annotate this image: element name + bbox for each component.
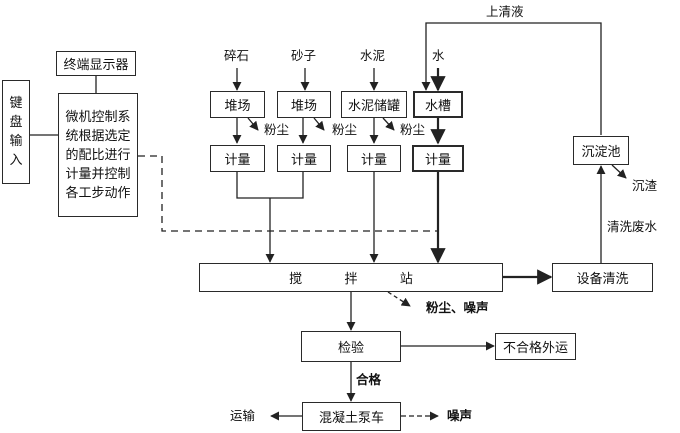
yard2-box: 堆场: [277, 91, 331, 118]
keyboard-input-box: 键 盘 输 入: [2, 80, 30, 184]
input-water-label: 水: [432, 48, 445, 63]
input-gravel-label: 碎石: [224, 48, 250, 63]
yard1-box: 堆场: [210, 91, 265, 118]
arrow-sediment-to-sludge: [611, 164, 627, 179]
inspection-box: 检验: [301, 331, 401, 362]
supernatant-return-line: [421, 22, 602, 135]
meter1-box: 计量: [210, 145, 265, 172]
input-cement-label: 水泥: [360, 48, 386, 63]
micro-line-1: 微机控制系: [65, 109, 131, 125]
dust-arrow-3: [382, 117, 395, 131]
cement-tank-box: 水泥储罐: [341, 91, 407, 118]
keyboard-char-4: 入: [9, 153, 23, 168]
transport-label: 运输: [230, 408, 256, 423]
dust-arrow-1: [247, 117, 259, 131]
water-tank-box: 水槽: [413, 91, 463, 118]
arrow-mixing-emission: [387, 291, 411, 307]
keyboard-char-3: 输: [9, 134, 23, 149]
mixing-char-1: 搅: [289, 272, 303, 287]
meter4-box: 计量: [412, 145, 464, 172]
micro-line-3: 的配比进行: [65, 147, 131, 163]
control-signal-dashed-line: [138, 155, 438, 232]
mixing-char-3: 站: [399, 272, 413, 287]
dust-label-1: 粉尘: [264, 122, 290, 137]
micro-line-2: 统根据选定: [65, 128, 131, 144]
micro-line-5: 各工步动作: [65, 185, 131, 201]
meter2-box: 计量: [277, 145, 331, 172]
qualified-label: 合格: [356, 372, 382, 387]
keyboard-char-2: 盘: [9, 115, 23, 130]
microcomputer-control-box: 微机控制系 统根据选定 的配比进行 计量并控制 各工步动作: [58, 93, 138, 217]
mixing-char-2: 拌: [344, 272, 358, 287]
noise-label: 噪声: [447, 408, 473, 423]
mixing-station-box: 搅 拌 站: [199, 263, 503, 292]
terminal-display-box: 终端显示器: [56, 51, 136, 76]
dust-label-2: 粉尘: [332, 122, 358, 137]
supernatant-label: 上清液: [486, 4, 524, 19]
pump-truck-box: 混凝土泵车: [302, 402, 401, 431]
meter3-box: 计量: [347, 145, 401, 172]
sludge-label: 沉渣: [632, 178, 658, 193]
dust-label-3: 粉尘: [400, 122, 426, 137]
micro-line-4: 计量并控制: [65, 166, 131, 182]
sediment-tank-box: 沉淀池: [573, 136, 629, 165]
input-sand-label: 砂子: [291, 48, 317, 63]
merge-line-meter1-meter2: [236, 172, 304, 199]
unqualified-box: 不合格外运: [495, 333, 576, 360]
wastewater-label: 清洗废水: [607, 219, 658, 234]
equipment-cleaning-box: 设备清洗: [552, 263, 653, 292]
keyboard-char-1: 键: [9, 96, 23, 111]
mixing-emission-label: 粉尘、噪声: [426, 300, 489, 315]
dust-arrow-2: [313, 117, 325, 131]
